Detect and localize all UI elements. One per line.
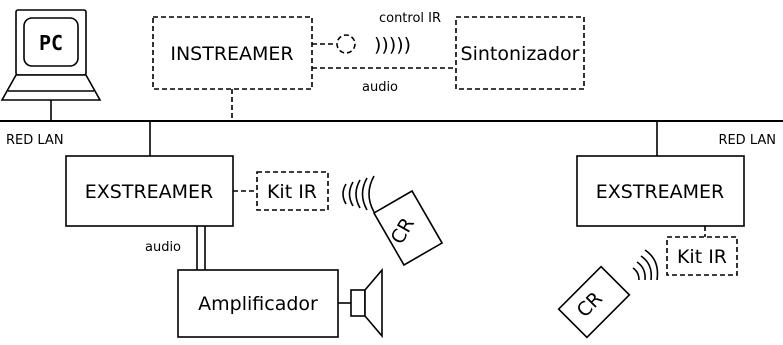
- exstreamer-right-box: [576, 155, 745, 227]
- pc-label: PC: [39, 31, 63, 55]
- exstreamer-right-label: EXSTREAMER: [596, 181, 725, 203]
- exstreamer-left-box: [65, 155, 234, 227]
- kit-ir-left-label: Kit IR: [267, 181, 317, 203]
- control-ir-label: control IR: [379, 11, 441, 26]
- ir-waves-right-icon: [632, 249, 659, 281]
- remote-left-icon: [372, 189, 444, 267]
- ir-waves-left-icon: [342, 175, 375, 213]
- ir-emitter-icon: [336, 34, 356, 54]
- lan-label-left: RED LAN: [6, 133, 64, 148]
- sintonizador-label: Sintonizador: [461, 43, 580, 65]
- speaker-icon: [338, 267, 383, 339]
- audio-label-top: audio: [362, 80, 398, 95]
- exstreamer-left-label: EXSTREAMER: [85, 181, 214, 203]
- kit-ir-right-box: [666, 236, 738, 276]
- pc-laptop-icon: [0, 9, 102, 101]
- audio-label-left: audio: [145, 240, 181, 255]
- ir-waves-icon: ))))): [374, 34, 411, 56]
- kit-ir-right-label: Kit IR: [677, 246, 727, 268]
- lan-label-right: RED LAN: [718, 133, 776, 148]
- instreamer-box: [152, 16, 313, 90]
- amplificador-label: Amplificador: [198, 293, 318, 315]
- kit-ir-left-box: [256, 171, 329, 211]
- remote-right-icon: [557, 265, 631, 339]
- instreamer-label: INSTREAMER: [170, 43, 293, 65]
- amplificador-box: [177, 269, 339, 338]
- sintonizador-box: [455, 16, 585, 90]
